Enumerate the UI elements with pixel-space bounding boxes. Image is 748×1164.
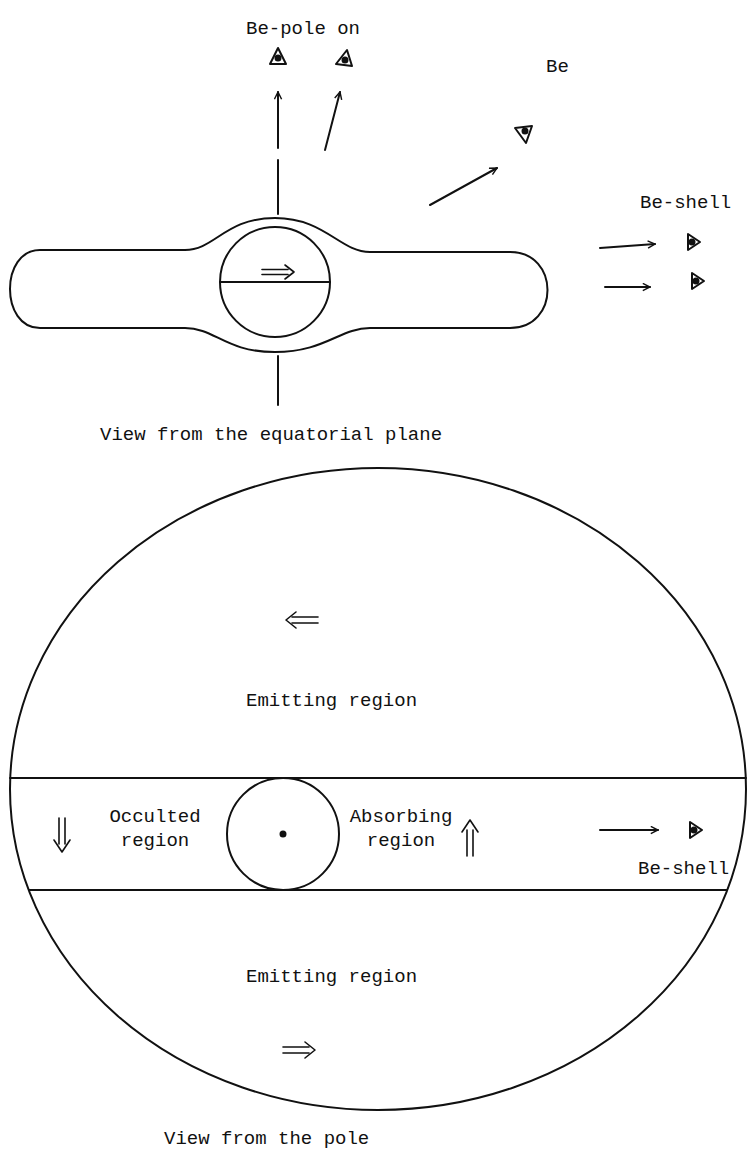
disk-outline: [10, 468, 746, 1110]
star: [227, 778, 339, 890]
sight-arrow: [325, 92, 340, 150]
rotation-arrow: [54, 818, 70, 852]
region-label: Be-shell: [638, 858, 729, 882]
region-label: View from the pole: [164, 1128, 369, 1152]
eye-symbol: [270, 48, 286, 64]
sight-arrow: [430, 168, 497, 205]
equator-line: [220, 281, 330, 283]
region-label: Absorbing region: [342, 806, 460, 854]
sight-arrow: [600, 829, 658, 831]
eye-symbol: [336, 50, 352, 66]
rotation-arrow: [286, 612, 318, 628]
band-edge: [10, 777, 746, 779]
region-label: View from the equatorial plane: [100, 424, 442, 448]
region-label: Be: [546, 56, 569, 80]
region-label: Occulted region: [100, 806, 210, 854]
sight-arrow: [605, 286, 650, 288]
rotation-arrow: [283, 1042, 315, 1058]
region-label: Be-pole on: [246, 18, 360, 42]
rotation-arrow: [462, 820, 478, 856]
rotation-arrow: [262, 265, 294, 279]
eye-symbol: [690, 822, 702, 838]
star: [220, 227, 330, 337]
region-label: Emitting region: [246, 966, 417, 990]
disk-outline: [10, 218, 548, 352]
rotation-axis: [277, 356, 279, 405]
eye-symbol: [515, 126, 532, 143]
rotation-axis: [277, 160, 279, 214]
star-center: [281, 832, 286, 837]
sight-arrow: [600, 244, 655, 248]
eye-symbol: [688, 234, 700, 250]
region-label: Be-shell: [640, 192, 731, 216]
eye-symbol: [692, 273, 704, 289]
region-label: Emitting region: [246, 690, 417, 714]
sight-arrow: [277, 92, 279, 148]
band-edge: [29, 889, 727, 891]
